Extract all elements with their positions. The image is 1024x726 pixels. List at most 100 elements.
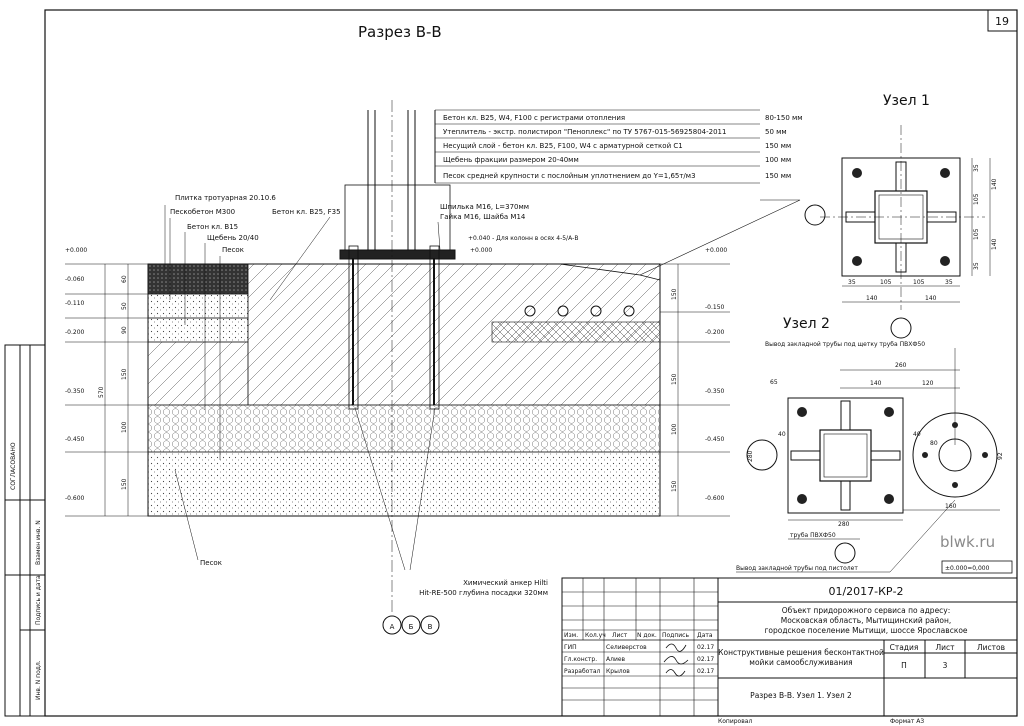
label-paving: Плитка тротуарная 20.10.6 bbox=[175, 194, 276, 202]
dim-left-2: 50 bbox=[121, 302, 128, 310]
axis-c: В bbox=[428, 623, 433, 631]
dim-right-4: 150 bbox=[671, 480, 678, 492]
node1-dim-r6: 140 bbox=[991, 238, 998, 250]
copied-label: Копировал bbox=[718, 718, 752, 725]
elev-left-1: +0.000 bbox=[65, 247, 87, 254]
elev-right-1: +0.000 bbox=[705, 247, 727, 254]
elev-left-6: -0.450 bbox=[65, 436, 85, 443]
layer-3-text: Несущий слой - бетон кл. В25, F100, W4 с… bbox=[443, 142, 683, 150]
dim-left-total: 570 bbox=[98, 386, 105, 398]
label-gravel: Щебень 20/40 bbox=[207, 234, 259, 242]
stamp-date-2: 02.17 bbox=[697, 656, 714, 663]
elev-left-3: -0.110 bbox=[65, 300, 85, 307]
layer-5-thick: 150 мм bbox=[765, 172, 791, 180]
stamp-h-doc: N док. bbox=[637, 632, 657, 639]
elev-left-5: -0.350 bbox=[65, 388, 85, 395]
callout-node1-marker bbox=[804, 204, 826, 226]
page-number: 19 bbox=[995, 15, 1009, 28]
object-line-2: Московская область, Мытищинский район, bbox=[781, 616, 952, 625]
chem-anchor-2: Hit-RE-500 глубина посадки 320мм bbox=[419, 589, 548, 597]
page-number-box bbox=[987, 9, 1018, 32]
node2-dim-140: 140 bbox=[870, 380, 882, 387]
stamp-name-1: Селиверстов bbox=[606, 644, 647, 651]
axis-c-bubble bbox=[420, 615, 440, 635]
elev-right-3: -0.200 bbox=[705, 329, 725, 336]
anchor-callout: Химический анкер Hilti Hit-RE-500 глубин… bbox=[354, 204, 826, 635]
layer-4-thick: 100 мм bbox=[765, 156, 791, 164]
stamp-role-1: ГИП bbox=[564, 644, 577, 651]
dim-left-6: 150 bbox=[121, 478, 128, 490]
stamp-h-list: Лист bbox=[612, 632, 628, 639]
title-stamp: Изм. Кол.уч Лист N док. Подпись Дата ГИП… bbox=[561, 577, 1018, 717]
stamp-name-3: Крылов bbox=[606, 668, 630, 675]
label-sand: Песок bbox=[222, 246, 244, 254]
elevations-left: +0.000 -0.060 -0.110 -0.200 -0.350 -0.45… bbox=[65, 247, 148, 517]
layer-2-text: Утеплитель - экстр. полистирол "Пеноплек… bbox=[443, 128, 726, 136]
elev-right-5: -0.450 bbox=[705, 436, 725, 443]
node1: Узел 1 35 105 105 35 140 140 35 105 105 … bbox=[820, 93, 998, 339]
dim-left-1: 60 bbox=[121, 275, 128, 283]
node2-dim-160: 160 bbox=[945, 503, 957, 510]
stamp-role-2: Гл.констр. bbox=[564, 656, 597, 663]
stamp-h-kol: Кол.уч bbox=[585, 632, 606, 639]
side-stamp: Инв. N подл. Подпись и дата Взамен инв. … bbox=[4, 344, 46, 717]
dim-left-4: 150 bbox=[121, 368, 128, 380]
project-line-1: Конструктивные решения бесконтактной bbox=[718, 648, 884, 657]
label-anchor-stud: Шпилька М16, L=370мм bbox=[440, 203, 529, 211]
axis-b: Б bbox=[409, 623, 414, 631]
axis-b-bubble bbox=[401, 615, 421, 635]
elev-left-2: -0.060 bbox=[65, 276, 85, 283]
layer-1-text: Бетон кл. В25, W4, F100 с регистрами ото… bbox=[443, 114, 625, 122]
chem-anchor-1: Химический анкер Hilti bbox=[463, 579, 548, 587]
stage-value: П bbox=[901, 661, 907, 670]
label-concrete-b25: Бетон кл. В25, F35 bbox=[272, 208, 341, 216]
stamp-name-2: Алиев bbox=[606, 656, 626, 663]
watermark: blwk.ru bbox=[940, 533, 995, 551]
project-line-2: мойки самообслуживания bbox=[749, 658, 852, 667]
dim-left-3: 90 bbox=[121, 326, 128, 334]
stamp-date-3: 02.17 bbox=[697, 668, 714, 675]
side-agreed-label: СОГЛАСОВАНО bbox=[10, 442, 17, 490]
elev-right-6: -0.600 bbox=[705, 495, 725, 502]
side-sign-label: Подпись и дата bbox=[35, 575, 42, 625]
node2-dim-92: 92 bbox=[997, 452, 1004, 460]
doc-code: 01/2017-КР-2 bbox=[828, 585, 903, 598]
format-label: Формат А3 bbox=[890, 718, 924, 725]
node1-dim-r1: 35 bbox=[973, 164, 980, 172]
layer-5-text: Песок средней крупности с послойным упло… bbox=[443, 172, 696, 180]
section-title: Разрез В-В bbox=[358, 23, 442, 41]
stamp-h-date: Дата bbox=[697, 632, 713, 639]
dim-left-5: 100 bbox=[121, 421, 128, 433]
elev-left-4: -0.200 bbox=[65, 329, 85, 336]
node1-dim-b1: 35 bbox=[848, 279, 856, 286]
node2: Узел 2 Вывод закладной трубы под щетку т… bbox=[736, 316, 1013, 574]
node1-title: Узел 1 bbox=[883, 93, 930, 109]
label-anchor-nut: Гайка М16, Шайба М14 bbox=[440, 213, 526, 221]
node2-title: Узел 2 bbox=[783, 316, 830, 332]
node1-dim-b6: 140 bbox=[925, 295, 937, 302]
elev-right-2: -0.150 bbox=[705, 304, 725, 311]
node2-pipe-bottom: Вывод закладной трубы под пистолет bbox=[736, 565, 858, 572]
left-labels: Плитка тротуарная 20.10.6 Пескобетон М30… bbox=[164, 194, 578, 567]
node1-dim-r5: 140 bbox=[991, 178, 998, 190]
sheet-label: Лист bbox=[935, 643, 955, 652]
column-top-mark: +0.000 bbox=[470, 247, 492, 254]
stamp-h-sign: Подпись bbox=[662, 632, 689, 639]
node1-dim-b2: 105 bbox=[880, 279, 892, 286]
layer-1-thick: 80-150 мм bbox=[765, 114, 803, 122]
axis-a-bubble bbox=[382, 615, 402, 635]
column-note: +0.040 - Для колонн в осях 4-5/А-В bbox=[468, 235, 578, 242]
layer-4-text: Щебень фракции размером 20-40мм bbox=[443, 156, 579, 164]
sheet-title: Разрез В-В. Узел 1. Узел 2 bbox=[750, 691, 852, 700]
section-drawing bbox=[147, 100, 661, 612]
node2-dim-80: 80 bbox=[930, 440, 938, 447]
node1-dim-r3: 105 bbox=[973, 228, 980, 240]
node2-dim-40a: 40 bbox=[778, 431, 786, 438]
object-line-3: городское поселение Мытищи, шоссе Яросла… bbox=[764, 626, 967, 635]
node1-dim-r4: 35 bbox=[973, 262, 980, 270]
label-sand-concrete: Пескобетон М300 bbox=[170, 208, 235, 216]
layer-table: Бетон кл. В25, W4, F100 с регистрами ото… bbox=[434, 109, 803, 276]
elev-right-4: -0.350 bbox=[705, 388, 725, 395]
dim-right-1: 150 bbox=[671, 288, 678, 300]
